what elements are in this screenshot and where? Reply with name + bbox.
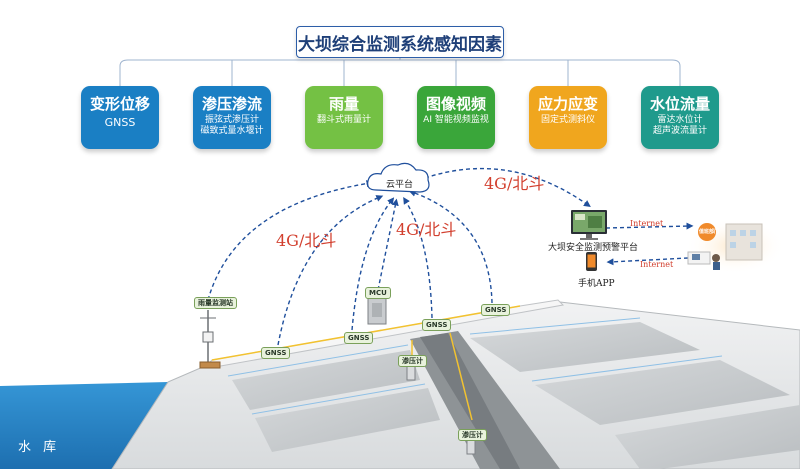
gnss-label-4: GNSS	[481, 304, 511, 316]
link-label-right: 4G/北斗	[484, 174, 545, 193]
category-sensor: 雷达水位计	[657, 115, 703, 125]
category-sensor: AI 智能视频监视	[423, 115, 489, 125]
link-label-left: 4G/北斗	[276, 231, 337, 250]
phone-icon	[586, 252, 597, 271]
internet-label-bottom: Internet	[640, 260, 674, 269]
reservoir-label: 水 库	[18, 440, 61, 455]
mcu-label: MCU	[365, 287, 391, 299]
dam-body	[111, 299, 800, 469]
category-title: 变形位移	[89, 95, 150, 113]
diagram-title: 大坝综合监测系统感知因素	[296, 26, 504, 58]
category-card-rainfall: 雨量 翻斗式雨量计	[305, 86, 383, 149]
piezometer-label-2: 渗压计	[458, 429, 487, 441]
gnss-label-1: GNSS	[261, 347, 291, 359]
category-connector-lines	[119, 58, 681, 86]
platform-label: 大坝安全监测预警平台	[548, 243, 639, 253]
category-card-seepage: 渗压渗流 振弦式渗压计 磁致式量水堰计	[193, 86, 271, 149]
wireless-links	[207, 167, 694, 346]
gnss-label-2: GNSS	[344, 332, 374, 344]
category-sensor: 振弦式渗压计	[204, 115, 259, 125]
category-title: 水位流量	[649, 95, 710, 113]
category-title: 雨量	[328, 95, 359, 113]
category-card-water-level: 水位流量 雷达水位计 超声波流量计	[641, 86, 719, 149]
category-sensor: 固定式测斜仪	[540, 115, 595, 125]
category-title: 应力应变	[537, 95, 598, 113]
category-sensor: GNSS	[104, 116, 136, 129]
category-card-deformation: 变形位移 GNSS	[81, 86, 159, 149]
cloud-platform-label: 云平台	[386, 180, 414, 190]
category-card-video: 图像视频 AI 智能视频监视	[417, 86, 495, 149]
mobile-app-label: 手机APP	[578, 279, 615, 289]
office-illustration	[685, 218, 785, 274]
mcu-cabinet-icon	[367, 297, 387, 325]
rain-station-icon	[199, 310, 221, 369]
category-title: 图像视频	[425, 95, 486, 113]
gnss-label-3: GNSS	[422, 319, 452, 331]
category-sensor: 磁致式量水堰计	[200, 126, 264, 136]
internet-label-top: Internet	[630, 219, 664, 228]
cloud-icon	[367, 162, 430, 193]
link-label-middle: 4G/北斗	[396, 220, 457, 239]
rain-station-label: 雨量监测站	[194, 297, 237, 309]
category-card-stress: 应力应变 固定式测斜仪	[529, 86, 607, 149]
office-sign-label: 值班部门	[699, 229, 720, 235]
category-title: 渗压渗流	[201, 95, 262, 113]
category-sensor: 翻斗式雨量计	[316, 115, 371, 125]
piezometer-label-1: 渗压计	[398, 355, 427, 367]
category-sensor: 超声波流量计	[652, 126, 707, 136]
monitor-screen-icon	[571, 210, 607, 240]
